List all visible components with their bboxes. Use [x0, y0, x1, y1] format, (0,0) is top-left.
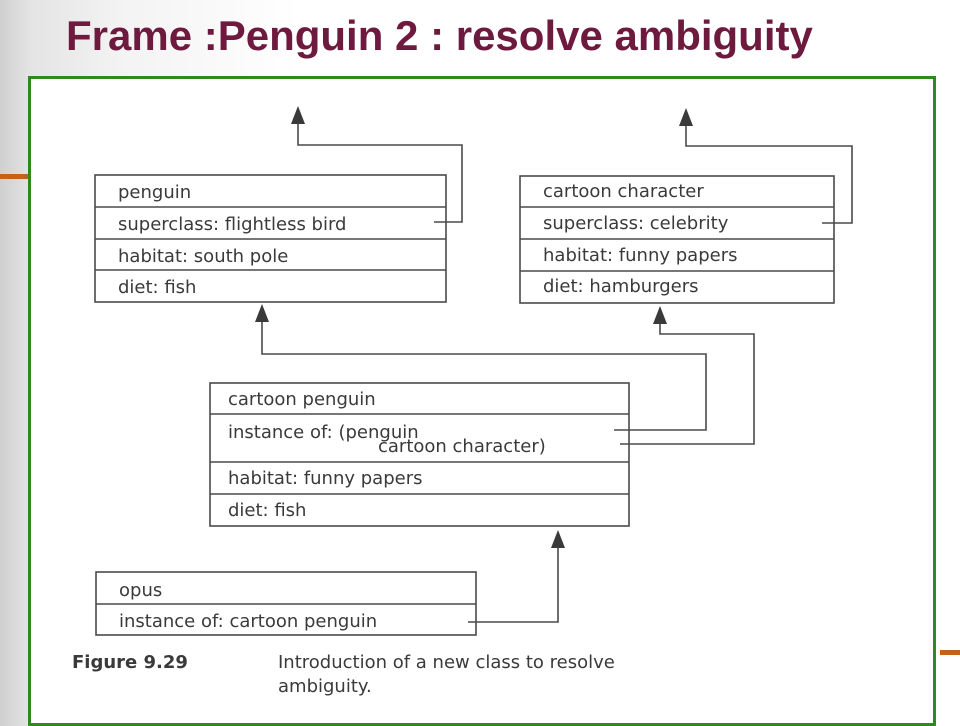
arrowhead-instance-penguin [255, 304, 269, 322]
accent-bar-left [0, 174, 28, 179]
arrowhead-penguin-superclass [291, 106, 305, 124]
slide-title: Frame :Penguin 2 : resolve ambiguity [66, 12, 813, 59]
figure-caption-text-continued: ambiguity. [278, 676, 372, 697]
superclass-link-cartoon-character-to-celebrity [685, 124, 853, 224]
arrowhead-instance-opus [551, 530, 565, 548]
figure-caption-text: Introduction of a new class to resolve [278, 652, 615, 673]
frame-penguin-diet: diet: fish [118, 277, 196, 298]
frame-cartoon-penguin-name: cartoon penguin [228, 389, 376, 410]
superclass-link-penguin-to-flightless-bird [297, 122, 463, 223]
frame-cartoon-character-diet: diet: hamburgers [543, 276, 699, 297]
frame-cartoon-character-superclass: superclass: celebrity [543, 213, 729, 234]
frame-cartoon-penguin: cartoon penguin instance of: (penguin ca… [209, 382, 630, 527]
instance-link-cartoon-penguin-to-penguin [261, 320, 707, 431]
frame-cartoon-character-name: cartoon character [543, 181, 704, 202]
frame-cartoon-penguin-diet: diet: fish [228, 500, 306, 521]
frame-opus-instance-of: instance of: cartoon penguin [119, 611, 377, 632]
frame-cartoon-penguin-instance-of-continued: cartoon character) [378, 436, 546, 457]
frame-penguin-superclass: superclass: flightless bird [118, 214, 346, 235]
figure-panel: penguin superclass: flightless bird habi… [28, 76, 936, 726]
instance-link-opus-to-cartoon-penguin [468, 546, 559, 623]
frame-cartoon-character: cartoon character superclass: celebrity … [519, 175, 835, 304]
frame-cartoon-penguin-box [209, 382, 630, 527]
frame-opus: opus instance of: cartoon penguin [95, 571, 477, 636]
frame-penguin-name: penguin [118, 182, 191, 203]
frame-cartoon-penguin-habitat: habitat: funny papers [228, 468, 422, 489]
accent-bar-right [940, 650, 960, 655]
frame-penguin: penguin superclass: flightless bird habi… [94, 174, 447, 303]
arrowhead-cartoon-character-superclass [679, 108, 693, 126]
arrowhead-instance-cartoon-character [653, 306, 667, 324]
frame-cartoon-penguin-instance-of: instance of: (penguin [228, 422, 419, 443]
figure-caption-label: Figure 9.29 [72, 652, 188, 673]
instance-link-cartoon-penguin-to-cartoon-character [620, 322, 755, 445]
frame-penguin-habitat: habitat: south pole [118, 246, 288, 267]
frame-cartoon-character-habitat: habitat: funny papers [543, 245, 737, 266]
frame-opus-name: opus [119, 580, 162, 601]
